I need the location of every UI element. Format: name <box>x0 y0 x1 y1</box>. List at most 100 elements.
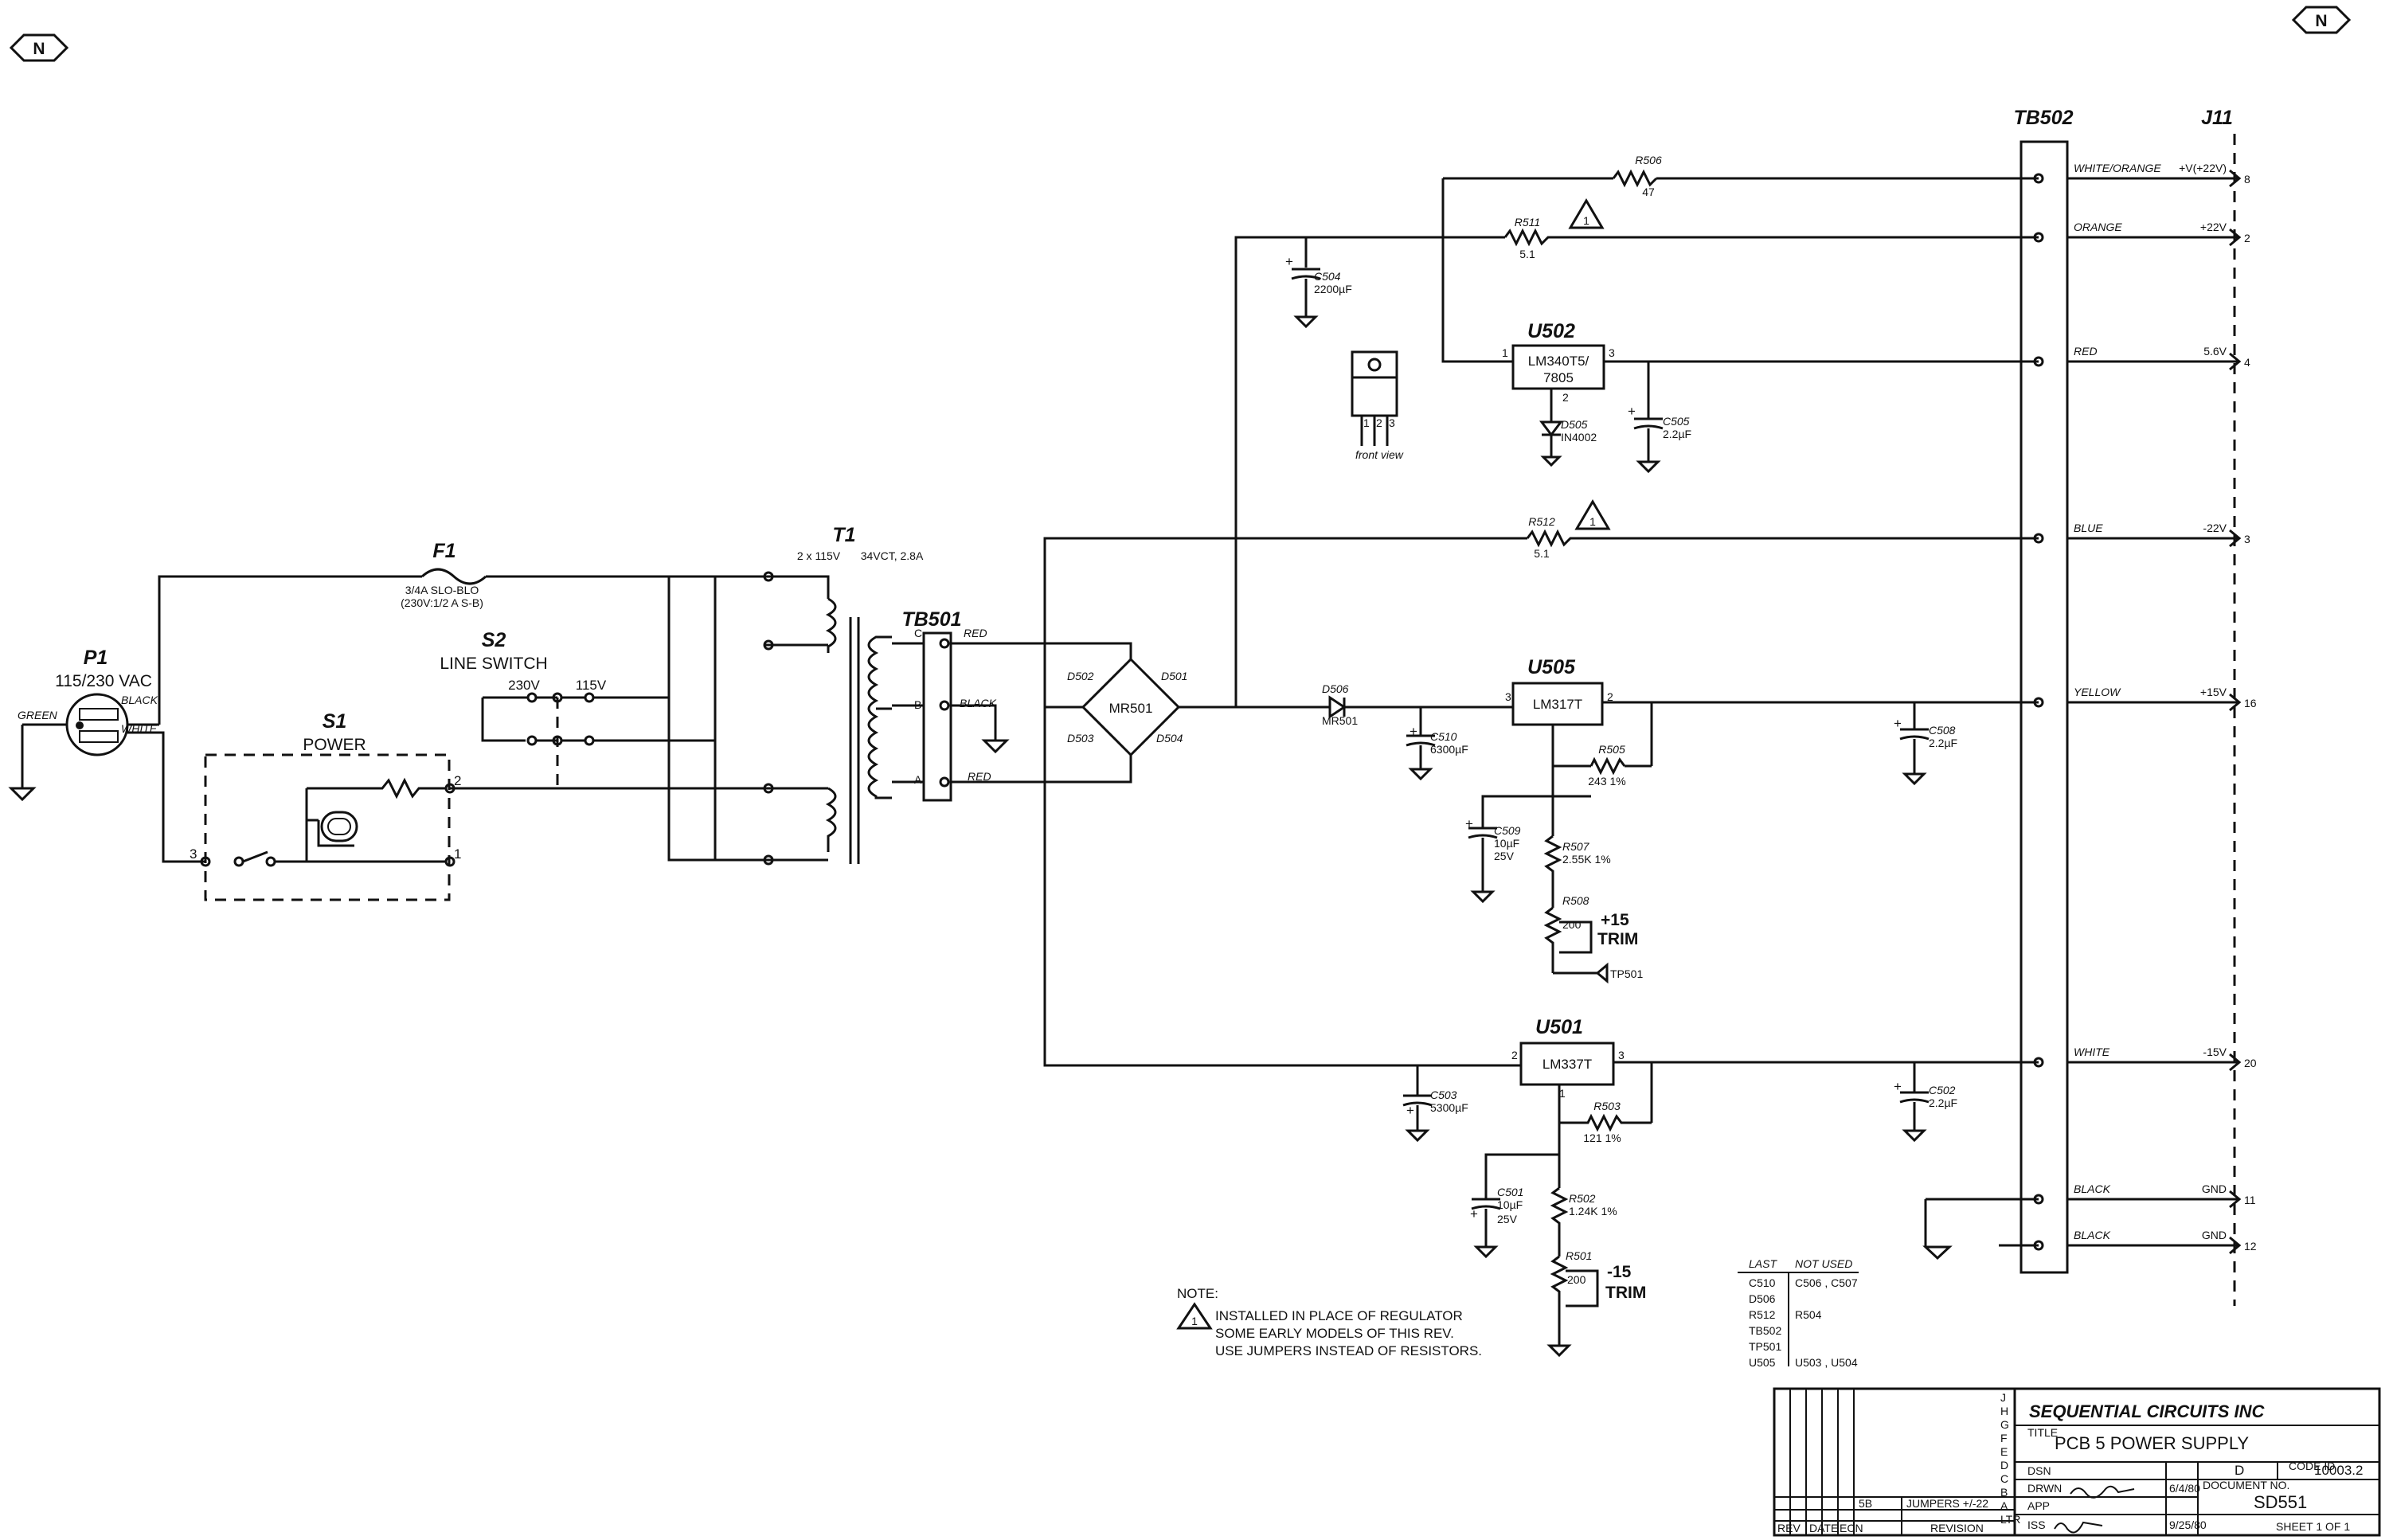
transformer-t1: T1 2 x 115V 34VCT, 2.8A <box>763 524 924 866</box>
resistor-r506: R506 47 <box>1612 154 1662 198</box>
s2-ref: S2 <box>482 629 506 651</box>
u502-pin2: 2 <box>1562 391 1569 404</box>
rev-hdr-rev: REV <box>1777 1522 1801 1534</box>
c501-v1: 10µF <box>1497 1198 1523 1211</box>
output-wire-color: WHITE <box>2074 1046 2110 1058</box>
tb502-terminal <box>2033 356 2044 367</box>
last-cell: R512 <box>1749 1308 1776 1321</box>
rev-letter: D <box>2000 1459 2008 1472</box>
note-warn-num: 1 <box>1191 1315 1198 1327</box>
c510-value: 6300µF <box>1430 743 1468 756</box>
last-cell: C510 <box>1749 1276 1776 1289</box>
c504-value: 2200µF <box>1314 283 1352 295</box>
output-voltage: +V(+22V) <box>2179 162 2227 174</box>
u502-ref: U502 <box>1527 320 1575 342</box>
tb501-black: BLACK <box>960 697 997 709</box>
doc-value: SD551 <box>2254 1492 2307 1512</box>
u502-pin3: 3 <box>1609 346 1615 359</box>
bridge-mr501: MR501 D501 D502 D503 D504 <box>1045 657 1236 763</box>
output-pin: 8 <box>2244 173 2250 186</box>
code-value: 10003.2 <box>2314 1463 2363 1478</box>
tb501-red2: RED <box>968 770 991 783</box>
tb502-terminal <box>2033 1057 2044 1068</box>
d506-value: MR501 <box>1322 714 1358 727</box>
output-voltage: -15V <box>2203 1046 2227 1058</box>
drawing-title: PCB 5 POWER SUPPLY <box>2055 1433 2249 1453</box>
r507-ref: R507 <box>1562 840 1590 853</box>
rev-letter: LTR <box>2000 1513 2020 1526</box>
u505-pin3: 3 <box>1505 690 1511 703</box>
corner-mark-left-text: N <box>33 40 45 58</box>
terminal-block-tb502: TB502 <box>2013 107 2074 1274</box>
u501-pin1: 1 <box>1559 1087 1566 1100</box>
cap-c503: + C503 5300µF <box>1402 1065 1468 1143</box>
t1-ref: T1 <box>832 524 855 546</box>
rev-letter: A <box>2000 1499 2008 1512</box>
tp501-label: TP501 <box>1610 967 1643 980</box>
tb501-red1: RED <box>964 627 987 639</box>
dsn-label: DSN <box>2027 1464 2051 1477</box>
fuse-f1: F1 3/4A SLO-BLO (230V:1/2 A S-B) <box>401 540 487 609</box>
tb502-terminal <box>2033 173 2044 184</box>
u502-pin1: 1 <box>1502 346 1508 359</box>
output-voltage: +22V <box>2200 221 2227 233</box>
last-cell: TB502 <box>1749 1324 1781 1337</box>
cap-c505: + C505 2.2µF <box>1628 362 1691 474</box>
last-header: LAST <box>1749 1257 1777 1270</box>
resistor-r512: R512 5.1 1 <box>1526 499 1611 560</box>
tb501-c: C <box>914 627 922 639</box>
drwn-label: DRWN <box>2027 1482 2062 1495</box>
output-voltage: +15V <box>2200 686 2227 698</box>
c503-plus: + <box>1406 1103 1414 1118</box>
c504-plus: + <box>1285 254 1293 269</box>
c509-plus: + <box>1465 816 1473 831</box>
output-arrow <box>2229 169 2242 188</box>
r501-value: 200 <box>1567 1273 1586 1286</box>
output-pin: 11 <box>2244 1194 2256 1206</box>
trim-neg-label: TRIM <box>1605 1284 1646 1302</box>
trim-neg15: R502 1.24K 1% R501 200 -15 TRIM + C501 1… <box>1470 1153 1646 1358</box>
t1-secondary: 34VCT, 2.8A <box>861 549 924 562</box>
app-label: APP <box>2027 1499 2050 1512</box>
r501-ref: R501 <box>1566 1249 1592 1262</box>
resistor-r503: R503 121 1% <box>1559 1100 1652 1144</box>
trim-pos-label: TRIM <box>1597 930 1638 948</box>
c510-plus: + <box>1410 724 1417 739</box>
connector-j11: J11 <box>2201 107 2236 1306</box>
wire-neg-rail-bottom <box>1043 707 1521 1067</box>
fv-p3: 3 <box>1389 416 1395 429</box>
drwn-date: 6/4/80 <box>2169 1482 2200 1495</box>
fv-p2: 2 <box>1376 416 1382 429</box>
r505-value: 243 1% <box>1588 775 1625 788</box>
output-arrow <box>2229 693 2242 712</box>
rev-hdr-revision: REVISION <box>1930 1522 1984 1534</box>
bridge-d504: D504 <box>1156 732 1183 745</box>
tb502-ref: TB502 <box>2013 107 2073 129</box>
output-pin: 2 <box>2244 232 2250 244</box>
fuse-ref: F1 <box>432 540 456 562</box>
output-wire-color: BLACK <box>2074 1229 2111 1241</box>
resistor-r511: R511 5.1 1 <box>1503 198 1605 260</box>
c508-plus: + <box>1894 716 1902 731</box>
note-line2: SOME EARLY MODELS OF THIS REV. <box>1215 1326 1454 1341</box>
diode-d506: D506 MR501 <box>1322 682 1513 727</box>
r512-value: 5.1 <box>1534 547 1550 560</box>
output-arrow <box>2229 228 2242 247</box>
rev-letter: C <box>2000 1472 2008 1485</box>
fuse-line2: (230V:1/2 A S-B) <box>401 596 483 609</box>
tb502-terminal <box>2033 1194 2044 1205</box>
cap-c502: + C502 2.2µF <box>1894 1062 1957 1143</box>
output-wire-color: RED <box>2074 345 2098 358</box>
cap-c510: + C510 6300µF <box>1406 707 1468 781</box>
tb502-terminal <box>2033 533 2044 544</box>
p1-rating: 115/230 VAC <box>55 672 152 690</box>
terminal-block-tb501: TB501 C B A RED BLACK RED <box>892 608 1132 802</box>
note-title: NOTE: <box>1177 1286 1218 1301</box>
corner-mark-right-text: N <box>2315 12 2327 30</box>
output-wire-color: BLACK <box>2074 1182 2111 1195</box>
title-label: TITLE <box>2027 1426 2058 1439</box>
